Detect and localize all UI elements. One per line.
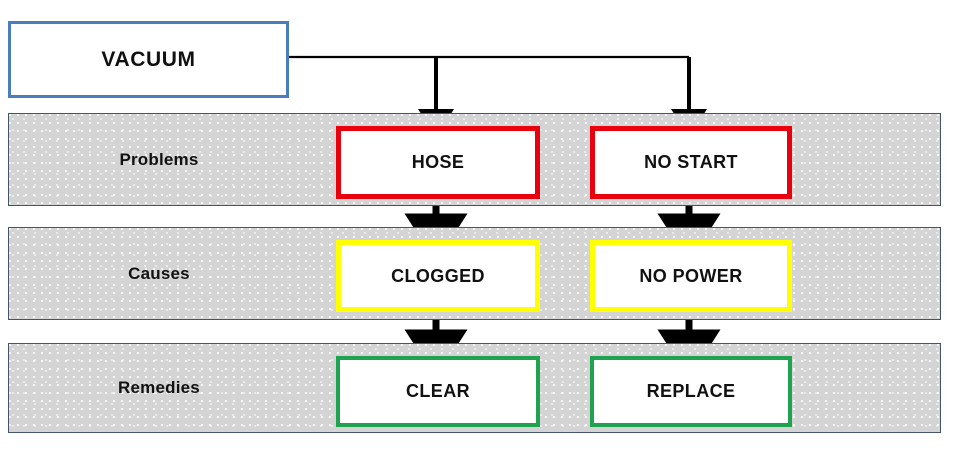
swimlane-problems-label: Problems <box>119 149 199 169</box>
swimlane-remedies-label: Remedies <box>118 378 200 397</box>
node-no-power-label: NO POWER <box>639 265 743 286</box>
node-clogged[interactable]: CLOGGED <box>336 240 540 312</box>
swimlane-remedies: Remedies CLEAR REPLACE <box>8 343 941 433</box>
node-replace-label: REPLACE <box>646 381 736 401</box>
node-vacuum-label: VACUUM <box>101 47 196 71</box>
node-hose-label: HOSE <box>411 152 465 172</box>
swimlane-causes: Causes CLOGGED NO POWER <box>8 227 941 320</box>
node-clear[interactable]: CLEAR <box>336 356 540 427</box>
node-hose[interactable]: HOSE <box>336 126 540 199</box>
swimlane-problems: Problems HOSE NO START <box>8 113 941 206</box>
swimlane-causes-label: Causes <box>128 263 190 283</box>
node-clear-label: CLEAR <box>406 381 470 401</box>
node-clogged-label: CLOGGED <box>391 265 485 286</box>
node-no-start-label: NO START <box>644 152 738 172</box>
node-no-power[interactable]: NO POWER <box>590 240 792 312</box>
node-replace[interactable]: REPLACE <box>590 356 792 427</box>
node-vacuum[interactable]: VACUUM <box>8 21 289 98</box>
node-no-start[interactable]: NO START <box>590 126 792 199</box>
